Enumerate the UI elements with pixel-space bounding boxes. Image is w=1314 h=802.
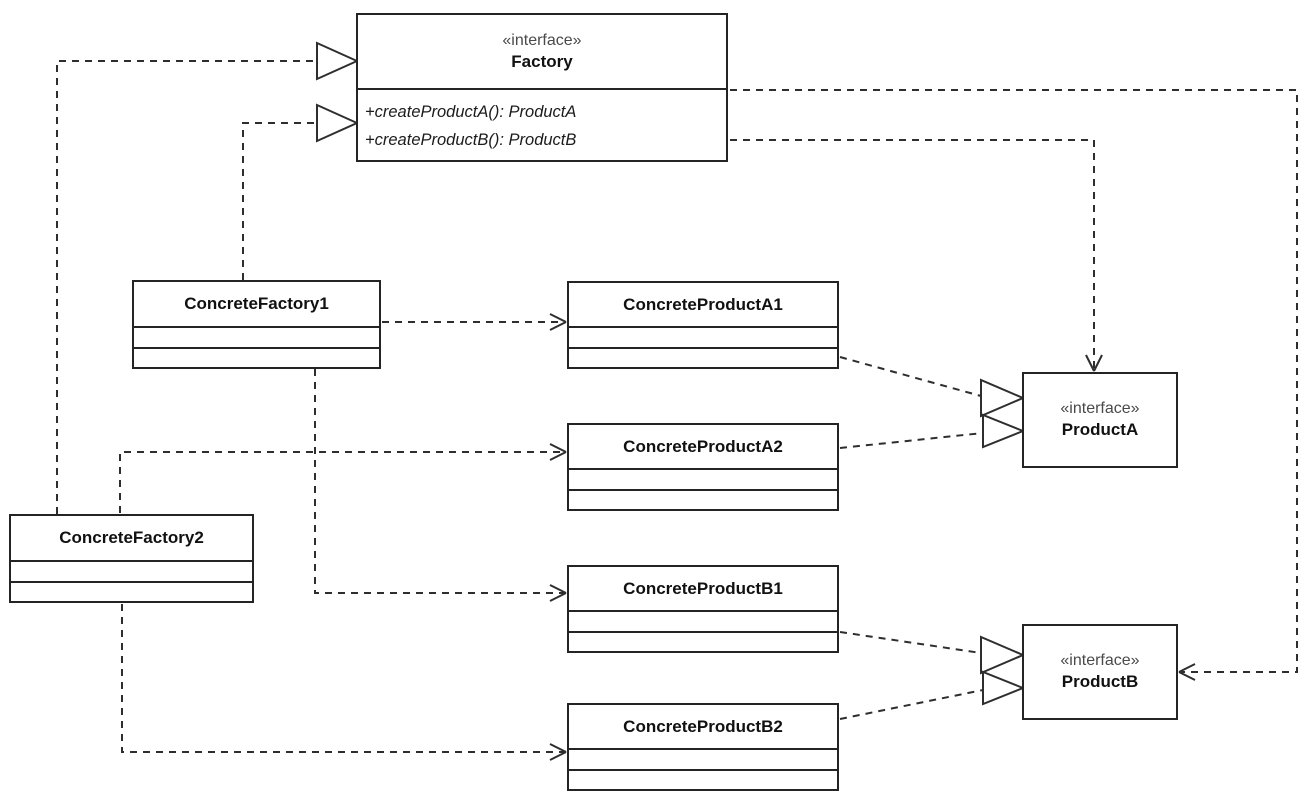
operations-compartment [569,768,837,790]
title-compartment: «interface» ProductB [1024,626,1176,718]
edge-realization-concreteproductb2-productb [839,670,1026,720]
class-name: ConcreteProductB2 [623,716,783,736]
class-name: ConcreteFactory1 [184,294,329,314]
class-box-concrete-factory-1: ConcreteFactory1 [132,280,381,369]
class-box-concrete-product-a2: ConcreteProductA2 [567,423,839,511]
title-compartment: ConcreteProductA2 [569,425,837,468]
stereotype-label: «interface» [1060,400,1140,418]
method-create-product-b: +createProductB(): ProductB [365,131,577,150]
edge-realization-concreteproducta2-producta [839,413,1026,449]
method-create-product-a: +createProductA(): ProductA [365,103,577,121]
edge-realization-concreteproductb1-productb [839,631,1026,675]
class-name: ProductB [1061,672,1139,692]
stereotype-label: «interface» [1060,652,1140,670]
attributes-compartment [569,326,837,347]
edge-dependency-concretefactory1-concreteproducta1 [382,313,567,331]
title-compartment: «interface» ProductA [1024,374,1176,466]
title-compartment: ConcreteFactory2 [11,516,252,560]
operations-compartment [569,488,837,510]
class-name: ConcreteProductB1 [623,578,783,598]
stereotype-label: «interface» [502,31,582,49]
title-compartment: ConcreteProductB1 [569,567,837,610]
class-name: ConcreteFactory2 [59,528,204,548]
class-name: ConcreteProductA2 [623,436,783,456]
factory-title-compartment: «interface» Factory [358,15,726,88]
edge-realization-concreteproducta1-producta [839,356,1026,418]
attributes-compartment [569,468,837,489]
operations-compartment [569,630,837,652]
edge-dependency-concretefactory2-concreteproductb2 [121,604,567,761]
class-name: ConcreteProductA1 [623,294,783,314]
class-box-concrete-product-a1: ConcreteProductA1 [567,281,839,369]
attributes-compartment [134,326,379,347]
edge-dependency-factory-producta [730,139,1103,372]
class-box-concrete-product-b2: ConcreteProductB2 [567,703,839,791]
operations-compartment [569,346,837,368]
edge-realization-concretefactory2-factory [56,41,360,514]
factory-methods-compartment: +createProductA(): ProductA +createProdu… [358,88,726,160]
edge-dependency-concretefactory1-concreteproductb1 [314,369,567,602]
class-box-product-a: «interface» ProductA [1022,372,1178,468]
class-name: ProductA [1061,420,1139,440]
edge-realization-concretefactory1-factory [242,103,360,280]
title-compartment: ConcreteProductA1 [569,283,837,326]
title-compartment: ConcreteFactory1 [134,282,379,326]
class-box-factory: «interface» Factory +createProductA(): P… [356,13,728,162]
operations-compartment [134,346,379,368]
attributes-compartment [569,610,837,631]
class-box-product-b: «interface» ProductB [1022,624,1178,720]
attributes-compartment [569,748,837,769]
class-box-concrete-factory-2: ConcreteFactory2 [9,514,254,603]
edge-dependency-concretefactory2-concreteproducta2 [119,443,567,513]
class-name: Factory [511,51,573,71]
edge-dependency-factory-productb [730,89,1298,681]
attributes-compartment [11,560,252,581]
operations-compartment [11,580,252,602]
class-box-concrete-product-b1: ConcreteProductB1 [567,565,839,653]
title-compartment: ConcreteProductB2 [569,705,837,748]
